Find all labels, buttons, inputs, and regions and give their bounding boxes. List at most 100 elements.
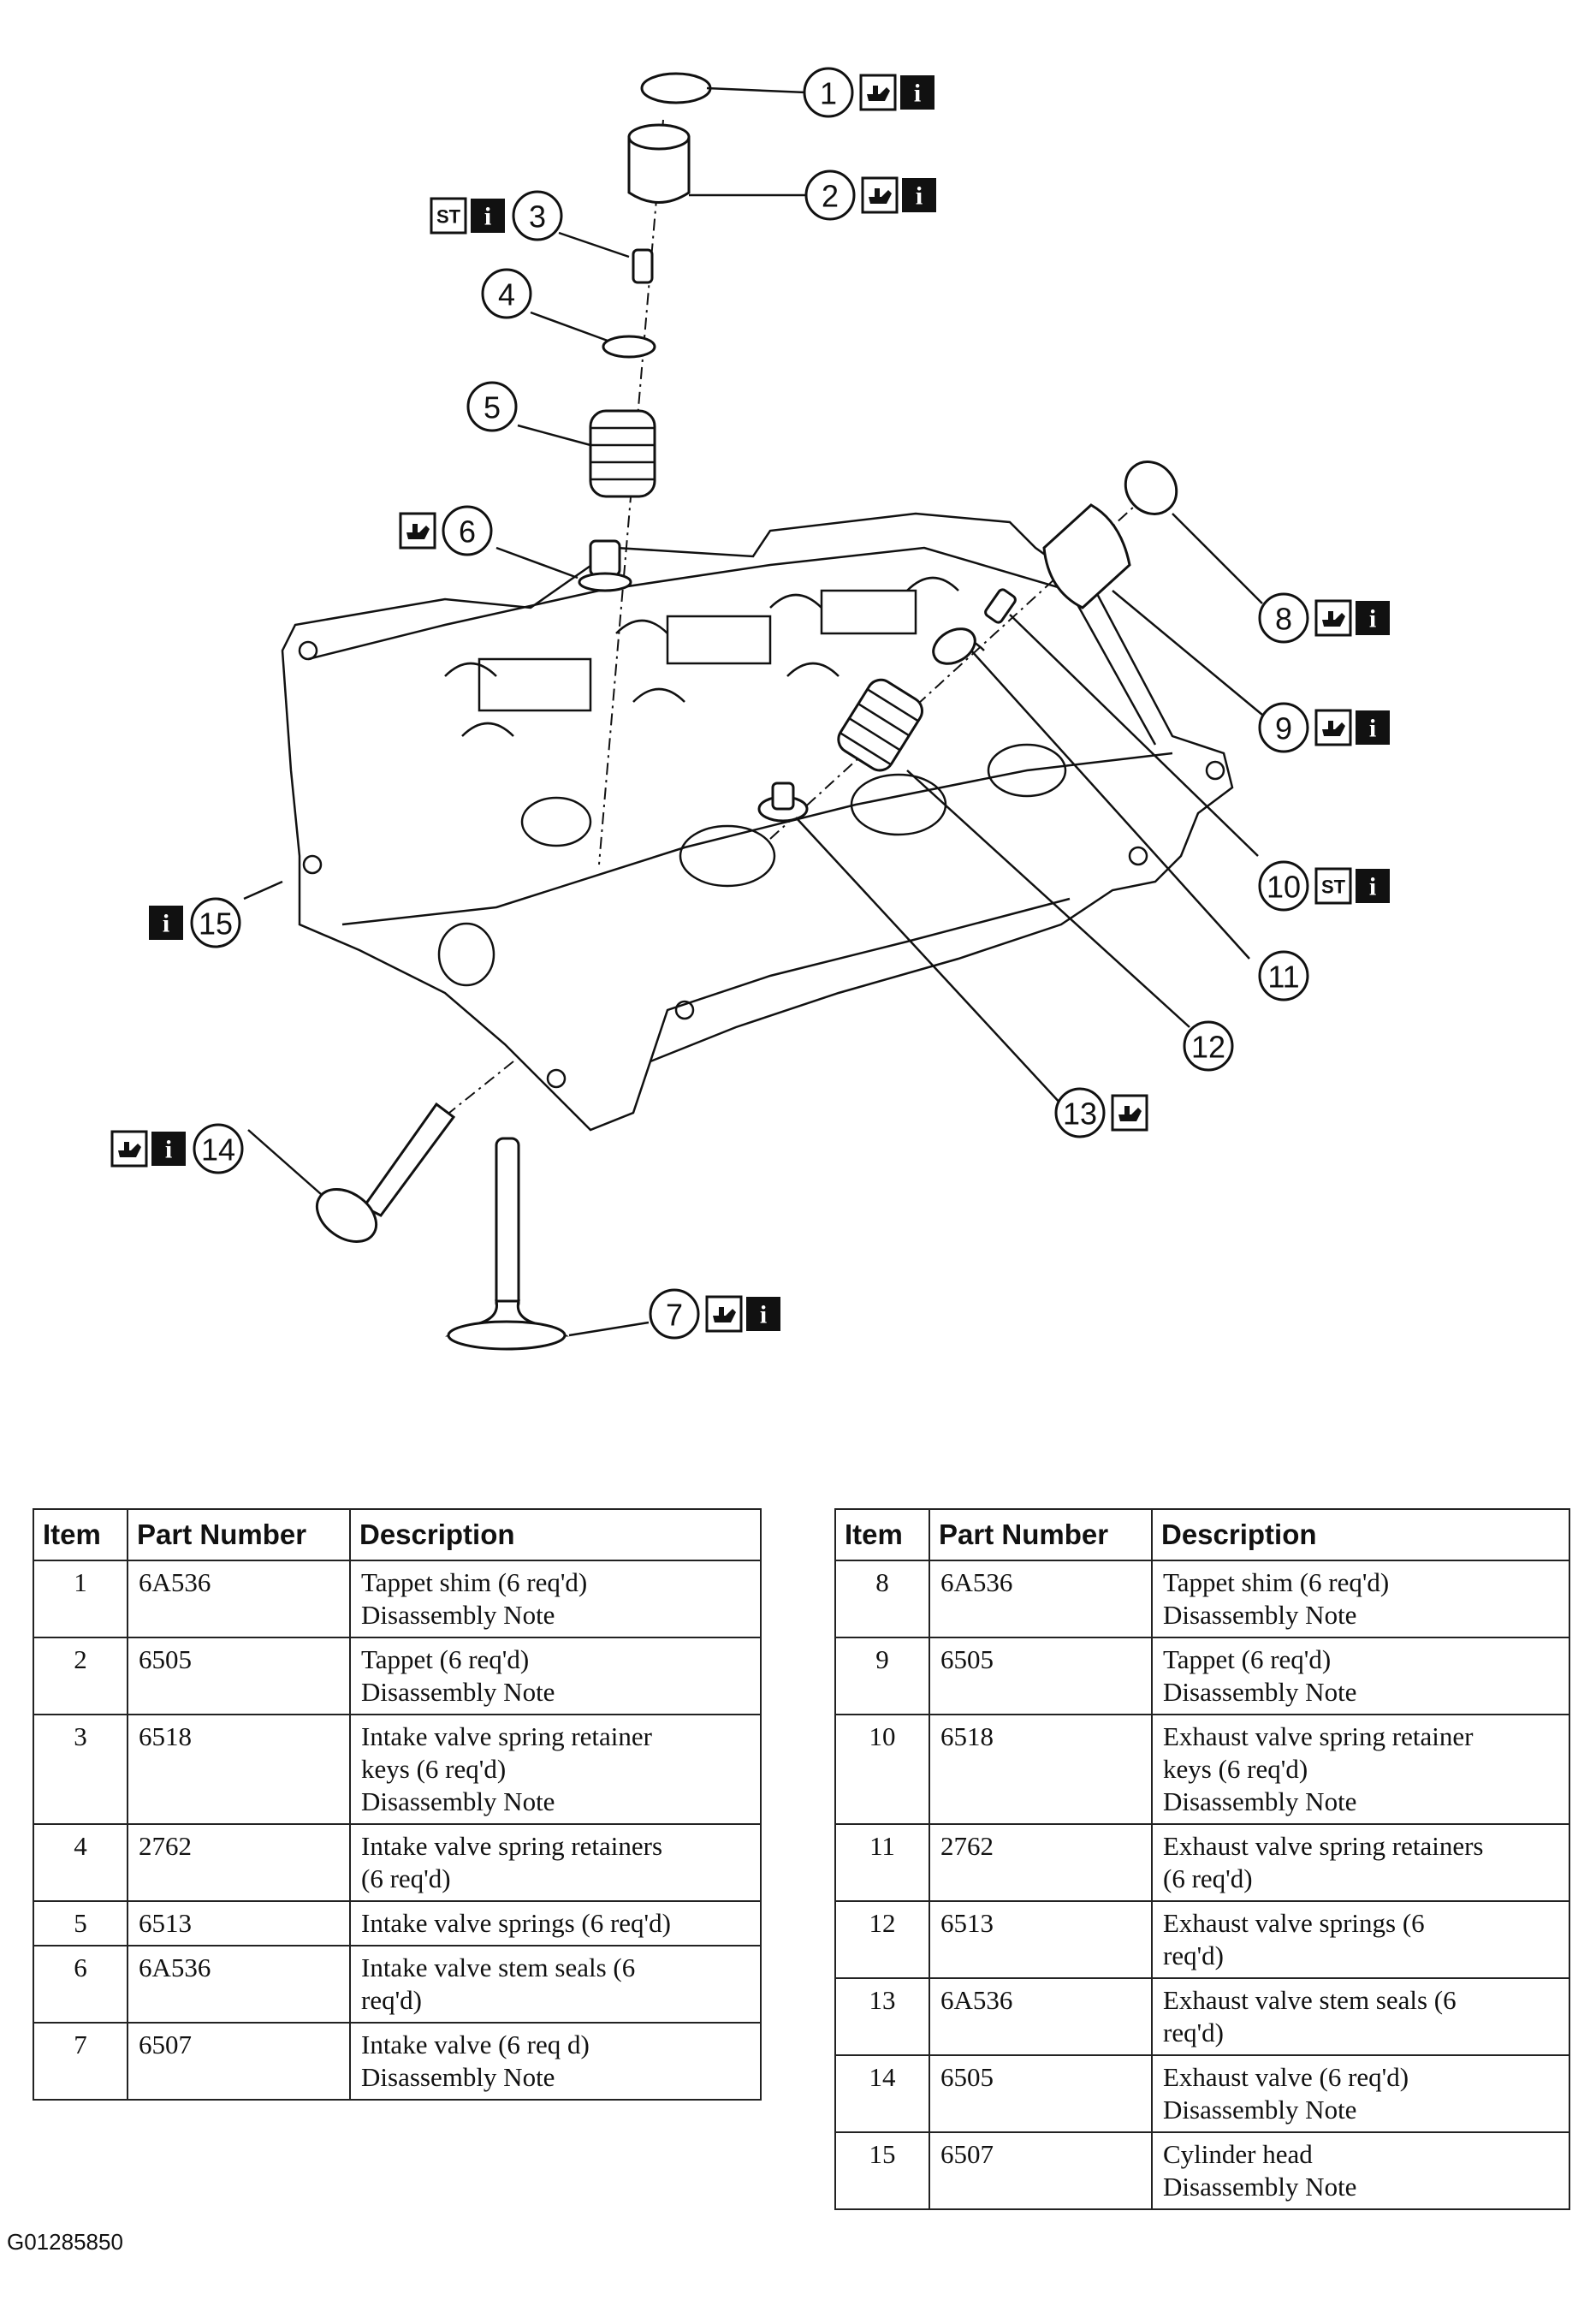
description-line: Disassembly Note xyxy=(1163,2172,1357,2202)
callout-11: 11 xyxy=(1258,950,1309,1001)
item-number-cell: 6 xyxy=(33,1945,128,2024)
item-number-cell: 3 xyxy=(33,1714,128,1825)
info-badge-label: i xyxy=(484,203,491,231)
stem-seal-intake xyxy=(578,539,632,592)
description-line: Tappet shim (6 req'd) xyxy=(1163,1567,1390,1597)
spring-retainer-exhaust xyxy=(932,627,976,665)
info-icon: i xyxy=(746,1297,780,1331)
part-number-cell: 6513 xyxy=(127,1900,351,1946)
tappet-shim-exhaust xyxy=(1124,461,1178,515)
item-number-cell: 7 xyxy=(33,2022,128,2101)
callout-circle xyxy=(1183,1020,1234,1072)
description-line: req'd) xyxy=(1163,2018,1224,2047)
callout-14: 14i xyxy=(110,1123,244,1174)
part-number-cell: 6A536 xyxy=(127,1560,351,1638)
callout-number: 11 xyxy=(1267,960,1299,995)
callout-number: 9 xyxy=(1275,711,1292,746)
oil-can-icon xyxy=(1314,709,1352,746)
part-number-cell: 6505 xyxy=(929,2054,1153,2133)
description-cell: Intake valve (6 req d)Disassembly Note xyxy=(349,2022,762,2101)
part-number-cell: 6505 xyxy=(929,1637,1153,1715)
callout-circle xyxy=(803,67,854,118)
description-cell: Intake valve springs (6 req'd) xyxy=(349,1900,762,1946)
retainer-keys-intake xyxy=(632,248,654,284)
col-header-part-number: Part Number xyxy=(929,1508,1153,1561)
item-number-cell: 1 xyxy=(33,1560,128,1638)
description-line: Disassembly Note xyxy=(1163,2095,1357,2125)
description-cell: Tappet (6 req'd)Disassembly Note xyxy=(349,1637,762,1715)
spring-retainer-intake xyxy=(602,335,656,359)
info-badge-label: i xyxy=(1369,715,1376,743)
part-number-cell: 6507 xyxy=(127,2022,351,2101)
item-number-cell: 11 xyxy=(834,1823,930,1902)
callout-circle xyxy=(1258,702,1309,753)
table-header-row: Item Part Number Description xyxy=(33,1508,762,1561)
part-number-cell: 6505 xyxy=(127,1637,351,1715)
item-number-cell: 12 xyxy=(834,1900,930,1979)
description-line: Intake valve spring retainers xyxy=(361,1831,663,1861)
description-line: Exhaust valve spring retainer xyxy=(1163,1721,1474,1751)
description-line: Intake valve stem seals (6 xyxy=(361,1952,636,1982)
callout-number: 7 xyxy=(666,1298,683,1333)
oil-can-icon xyxy=(861,176,899,214)
item-number-cell: 15 xyxy=(834,2131,930,2210)
description-line: Disassembly Note xyxy=(1163,1677,1357,1707)
info-icon: i xyxy=(1356,601,1390,635)
tappet-shim-intake xyxy=(640,72,712,104)
description-line: keys (6 req'd) xyxy=(1163,1754,1308,1784)
info-icon: i xyxy=(900,75,934,110)
info-icon: i xyxy=(902,178,936,212)
callout-number: 3 xyxy=(529,199,546,235)
item-number-cell: 13 xyxy=(834,1977,930,2056)
callout-circle xyxy=(649,1288,700,1340)
description-cell: Exhaust valve (6 req'd)Disassembly Note xyxy=(1151,2054,1570,2133)
callout-circle xyxy=(1258,592,1309,644)
col-header-part-number: Part Number xyxy=(127,1508,351,1561)
table-header-row: Item Part Number Description xyxy=(834,1508,1570,1561)
description-line: Intake valve spring retainer xyxy=(361,1721,652,1751)
item-number-cell: 2 xyxy=(33,1637,128,1715)
part-number-cell: 6A536 xyxy=(127,1945,351,2024)
info-icon: i xyxy=(1356,869,1390,903)
description-line: Disassembly Note xyxy=(361,1600,555,1630)
part-number-cell: 6A536 xyxy=(929,1977,1153,2056)
callout-number: 1 xyxy=(820,76,837,111)
col-header-item: Item xyxy=(834,1508,930,1561)
item-number-cell: 14 xyxy=(834,2054,930,2133)
description-cell: Exhaust valve spring retainers(6 req'd) xyxy=(1151,1823,1570,1902)
callout-4: 4 xyxy=(481,268,532,319)
callout-number: 12 xyxy=(1191,1030,1225,1065)
description-line: Intake valve (6 req d) xyxy=(361,2030,590,2059)
description-line: Disassembly Note xyxy=(361,1677,555,1707)
description-line: Exhaust valve (6 req'd) xyxy=(1163,2062,1409,2092)
description-line: Intake valve springs (6 req'd) xyxy=(361,1908,671,1938)
info-icon: i xyxy=(149,906,183,940)
oil-can-icon xyxy=(705,1295,743,1333)
callout-circle xyxy=(1258,860,1309,912)
callout-13: 13 xyxy=(1054,1087,1148,1138)
callout-number: 15 xyxy=(199,906,233,942)
callout-circle xyxy=(512,190,563,241)
description-line: (6 req'd) xyxy=(361,1863,451,1893)
leader-lines xyxy=(243,86,1263,1337)
description-line: Exhaust valve stem seals (6 xyxy=(1163,1985,1457,2015)
callout-15: 15 i xyxy=(149,897,241,948)
callout-number: 4 xyxy=(498,277,515,312)
description-cell: Tappet shim (6 req'd)Disassembly Note xyxy=(1151,1560,1570,1638)
